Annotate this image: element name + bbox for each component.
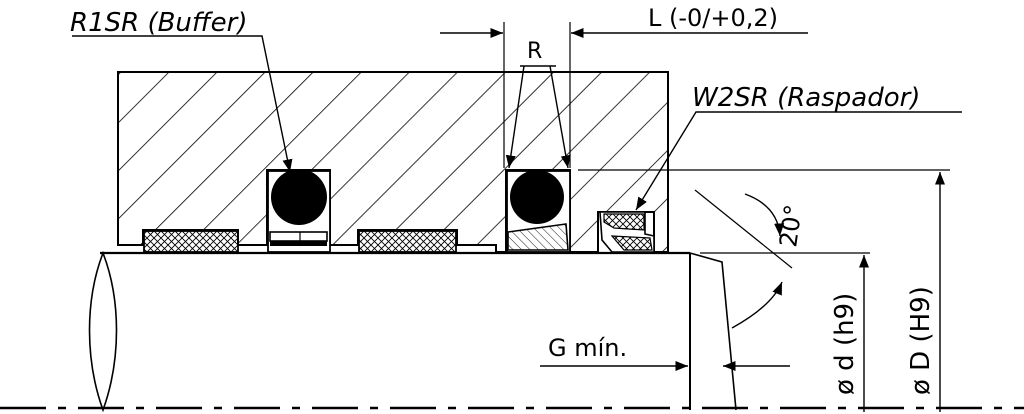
buffer-leader: [72, 35, 293, 173]
housing: [117, 71, 669, 253]
guide-band-right: [358, 230, 457, 253]
radius-dimension: [505, 65, 571, 169]
wiper-seal: [599, 211, 655, 253]
rod-diameter-label: ø d (h9): [830, 293, 860, 395]
wiper-label: W2SR (Raspador): [692, 83, 920, 113]
rod-seal: [506, 170, 571, 253]
rod: [88, 250, 737, 413]
buffer-label: R1SR (Buffer): [70, 8, 248, 38]
length-dimension: [440, 22, 808, 168]
buffer-seal: [267, 169, 331, 253]
guide-band-left: [143, 230, 239, 253]
angle-dimension: [694, 189, 793, 329]
gap-label: G mín.: [548, 334, 627, 362]
radius-label: R: [527, 39, 542, 64]
length-label: L (-0/+0,2): [648, 4, 778, 32]
wiper-leader: [635, 111, 962, 211]
bore-diameter-label: ø D (H9): [906, 286, 936, 395]
angle-label: 20°: [774, 203, 808, 249]
